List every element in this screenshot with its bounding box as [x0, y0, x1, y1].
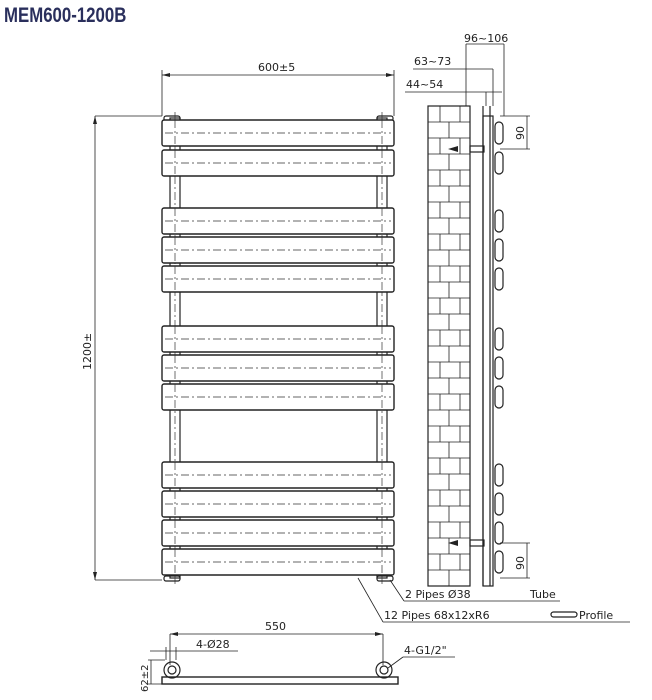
profile-spec-label: 12 Pipes 68x12xR6	[384, 609, 490, 622]
bar-profile	[494, 550, 504, 574]
profile-symbol-icon	[550, 611, 578, 618]
bar-profile	[494, 385, 504, 409]
depth-max-dimension: 96~106	[464, 32, 508, 45]
model-title: MEM600-1200B	[4, 4, 127, 27]
tube-spec-label: 2 Pipes Ø38	[405, 588, 471, 601]
bar-profile	[494, 209, 504, 233]
pipe-centres-dimension: 550	[265, 620, 286, 633]
top-bracket-dimension: 90	[514, 126, 527, 140]
bar-profile	[494, 121, 504, 145]
profile-type-label: Profile	[579, 609, 613, 622]
bar-profile	[494, 238, 504, 262]
depth-mid-dimension: 63~73	[414, 55, 451, 68]
depth-min-dimension: 44~54	[406, 78, 443, 91]
bar-profile	[494, 267, 504, 291]
bar-profile	[494, 463, 504, 487]
side-view: 96~106 63~73 44~54 90 90	[405, 32, 530, 587]
base-height-dimension: 62±2	[140, 665, 151, 692]
bar-profile	[494, 521, 504, 545]
pipe-diameter-dimension: 4-Ø28	[196, 638, 230, 651]
bar-profile	[494, 327, 504, 351]
bar-profile	[494, 151, 504, 175]
width-dimension: 600±5	[258, 61, 295, 74]
bottom-bracket-dimension: 90	[514, 556, 527, 570]
bottom-view: 550 4-Ø28 62±2 4-G1/2"	[140, 620, 455, 692]
bar-profile	[494, 356, 504, 380]
front-view: 600±5 1200±	[81, 61, 395, 584]
tube-type-label: Tube	[529, 588, 556, 601]
bar-profile	[494, 492, 504, 516]
valve-label: 4-G1/2"	[404, 644, 447, 657]
base-plate	[161, 676, 399, 685]
height-dimension: 1200±	[81, 333, 94, 370]
